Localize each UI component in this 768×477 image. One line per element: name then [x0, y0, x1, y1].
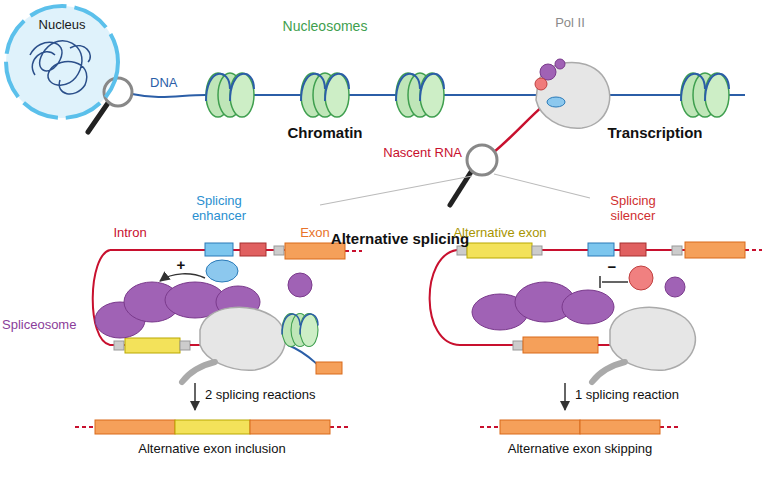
inclusion-panel-part	[282, 314, 318, 347]
inclusion-panel-part	[194, 383, 196, 410]
skipping-panel-part	[523, 337, 598, 353]
skipping-panel-part	[564, 383, 566, 410]
skipping-panel-part	[600, 276, 628, 288]
skipping-panel-part	[457, 246, 467, 255]
nuclear-envelope	[6, 6, 118, 118]
inclusion-panel-part	[175, 420, 250, 434]
rna-label: Nascent RNA	[383, 146, 462, 161]
step-label: 2 splicing reactions	[205, 388, 316, 403]
skipping-panel-part	[592, 362, 625, 382]
outcome-label: Alternative exon inclusion	[138, 442, 285, 457]
nucleosomes	[206, 73, 729, 117]
spliceosome-label: Spliceosome	[2, 318, 76, 333]
nucleus-interior-part	[6, 6, 118, 118]
pol-ii-enzyme-part	[547, 97, 565, 107]
inclusion-panel-part	[288, 345, 318, 365]
enzyme-label: Pol II	[555, 16, 585, 31]
nucleus-interior	[6, 6, 118, 118]
pol-ii-enzyme-part	[535, 78, 547, 90]
exon-label: Exon	[300, 226, 330, 241]
silencer-label: Splicing silencer	[597, 194, 669, 224]
nucleosomes-part	[301, 73, 349, 117]
inclusion-panel-part	[250, 420, 330, 434]
inclusion-panel-part	[345, 250, 362, 252]
skipping-panel-part	[629, 266, 653, 290]
section-heading: Chromatin	[288, 124, 363, 141]
inclusion-panel-part	[274, 246, 284, 255]
pol-ii-enzyme	[535, 59, 610, 128]
skipping-panel-part	[500, 420, 580, 434]
inclusion-panel-part	[95, 420, 175, 434]
nucleosomes-part	[396, 73, 444, 117]
section-heading: Alternative splicing	[331, 230, 469, 247]
skipping-panel-part	[685, 242, 745, 258]
outcome-label: Alternative exon skipping	[508, 442, 653, 457]
inclusion-panel-part	[182, 362, 215, 382]
effect-sign: +	[177, 256, 186, 273]
magnifier	[88, 78, 132, 132]
inclusion-panel-part	[160, 274, 205, 281]
pol-ii-enzyme-part	[540, 64, 556, 80]
inclusion-panel-part	[114, 341, 124, 350]
zoom-line	[320, 174, 590, 205]
inclusion-panel-part	[206, 260, 238, 282]
inclusion-panel-part	[316, 362, 342, 374]
nucleosomes-part	[206, 73, 254, 117]
inclusion-panel-part	[240, 243, 266, 256]
skipping-panel-part	[665, 277, 685, 297]
skipping-panel	[430, 242, 762, 434]
pol-ii-enzyme-part	[536, 62, 610, 128]
pol-ii-enzyme-part	[555, 59, 565, 69]
skipping-panel-part	[562, 290, 614, 324]
nucleosomes-part	[681, 73, 729, 117]
inclusion-panel-part	[205, 243, 233, 256]
skipping-panel-part	[513, 341, 523, 350]
intron-label: Intron	[113, 226, 146, 241]
effect-sign: −	[608, 258, 617, 275]
section-heading: Transcription	[607, 124, 702, 141]
skipping-panel-part	[620, 243, 646, 256]
skipping-panel-part	[467, 243, 532, 258]
nucleus-compartment: Nucleus	[6, 6, 118, 118]
nucleus-interior-part	[30, 41, 90, 94]
inclusion-panel-part	[125, 338, 180, 353]
inclusion-panel-part	[288, 273, 312, 297]
skipping-panel-part	[672, 246, 682, 255]
inclusion-panel	[75, 243, 362, 434]
skipping-panel-part	[588, 243, 614, 256]
step-label: 1 splicing reaction	[575, 388, 679, 403]
skipping-panel-part	[532, 246, 542, 255]
skipping-panel-part	[580, 420, 660, 434]
enhancer-label: Splicing enhancer	[181, 194, 257, 224]
alt-exon-label: Alternative exon	[453, 226, 546, 241]
dna-label: DNA	[150, 76, 177, 91]
nucleosome-label: Nucleosomes	[283, 18, 368, 34]
node-label: Nucleus	[6, 18, 118, 33]
inclusion-panel-part	[180, 341, 190, 350]
skipping-panel-part	[745, 249, 762, 251]
magnifier-part	[467, 145, 497, 175]
